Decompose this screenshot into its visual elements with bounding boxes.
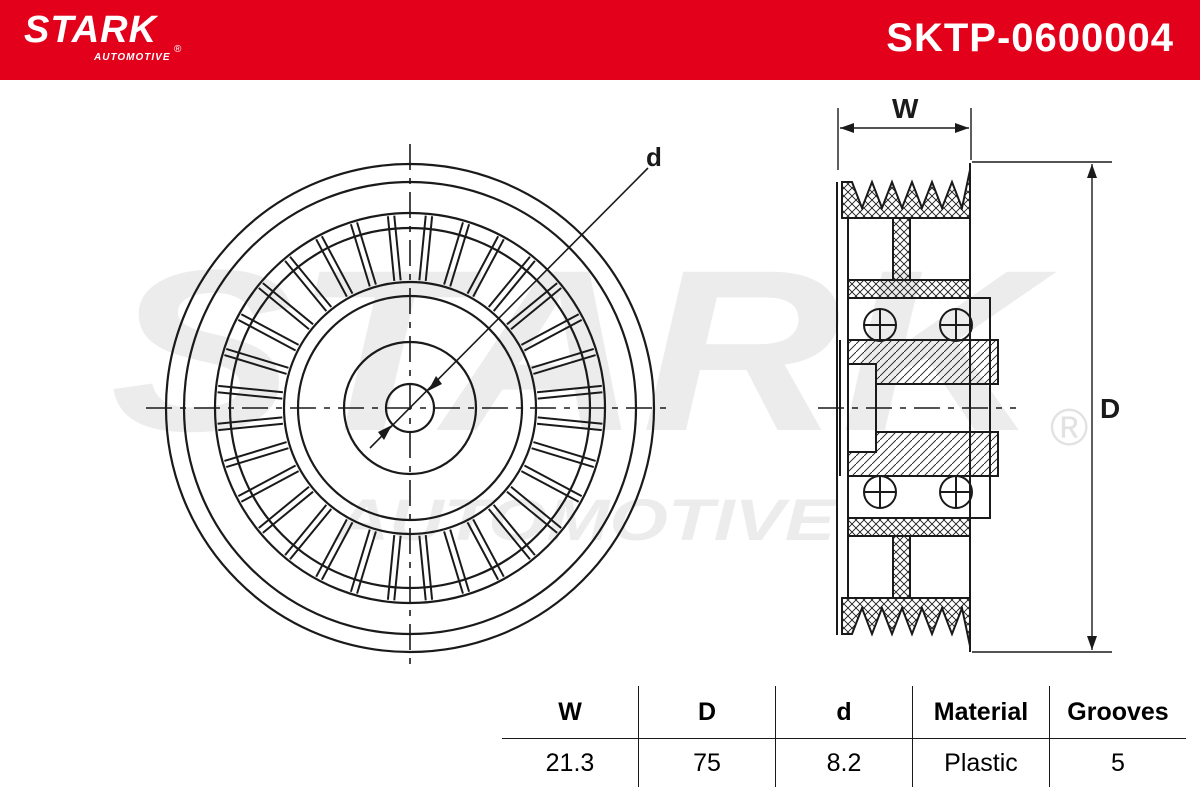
spoke-line [349,529,371,593]
spec-header-row: W D d Material Grooves [502,686,1186,739]
spoke-line [520,470,580,503]
brand-logo: STARK AUTOMOTIVE ® [24,9,181,63]
inner-race-bottom [847,431,999,477]
spoke-line [320,521,354,581]
value-D: 75 [638,738,776,787]
spoke-line [218,384,284,394]
front-view: d [146,142,674,672]
spoke-line [237,318,297,352]
w-label: W [892,93,919,124]
brand-reg: ® [174,44,182,55]
spoke-line [240,313,300,346]
technical-drawing: d [146,93,1120,672]
spoke-line [531,447,595,469]
spoke-line [224,354,287,375]
spoke-line [320,235,354,295]
spoke-line [510,287,562,331]
spoke-line [449,223,471,287]
header-bar: STARK AUTOMOTIVE ® SKTP-0600004 [0,0,1200,80]
d-leader [369,167,649,449]
spoke-line [393,535,402,601]
spoke-line [537,416,603,425]
part-number: SKTP-0600004 [886,16,1174,60]
spoke-line [424,216,434,282]
inner-race-top [847,339,999,385]
spoke-line [258,287,310,331]
value-w: 21.3 [502,738,639,787]
spoke-line [466,235,500,295]
spoke-line [349,223,371,287]
spoke-line [443,531,464,594]
spoke-line [217,391,283,400]
spoke-line [237,464,297,498]
spoke-line [386,534,396,600]
spoke-line [531,347,595,369]
spoke-line [258,485,310,529]
spoke-line [224,441,287,462]
spoke-line [533,441,596,462]
spoke-line [510,485,562,529]
spoke-line [262,282,314,326]
side-view: W D [818,93,1120,653]
upper-web [892,217,911,281]
spoke-line [289,508,333,560]
d-arrow-2 [378,425,392,440]
spoke-line [466,521,500,581]
spoke-line [424,534,434,600]
D-label: D [1100,393,1120,424]
spoke-line [537,391,603,400]
spoke-line [217,416,283,425]
spoke-line [284,260,328,312]
spec-value-row: 21.3 75 8.2 Plastic 5 [502,738,1186,787]
brand-name: STARK [24,9,158,51]
spoke-line [240,470,300,503]
spoke-line [315,518,348,578]
spoke-line [443,222,464,285]
spec-table: W D d Material Grooves 21.3 75 8.2 Plast… [500,684,1188,789]
spoke-line [284,504,328,556]
spoke-line [289,256,333,308]
spoke-line [533,354,596,375]
spoke-line [356,222,377,285]
header-d: d [775,686,913,739]
spoke-line [418,535,427,601]
spoke-line [225,347,289,369]
header-grooves: Grooves [1049,686,1186,739]
value-d: 8.2 [775,738,913,787]
spoke-line [418,215,427,281]
spoke-line [449,529,471,593]
value-material: Plastic [912,738,1050,787]
header-material: Material [912,686,1050,739]
spoke-line [262,490,314,534]
lower-web [892,535,911,599]
spoke-line [315,238,348,298]
spoke-line [487,508,531,560]
spoke-line [393,215,402,281]
spoke-line [520,313,580,346]
spoke-line [492,504,536,556]
spoke-line [472,518,505,578]
spoke-line [472,238,505,298]
spoke-line [492,260,536,312]
d-label: d [646,142,662,172]
spoke-line [225,447,289,469]
top-rim-section [841,169,971,219]
spokes [217,215,603,601]
header-w: W [502,686,639,739]
spoke-line [536,384,602,394]
spoke-line [506,282,558,326]
spoke-line [536,422,602,432]
header-D: D [638,686,776,739]
bottom-rim-section [841,597,971,647]
spoke-line [386,216,396,282]
brand-sub: AUTOMOTIVE [94,52,171,63]
d-arrow-1 [428,376,442,391]
spoke-line [487,256,531,308]
spoke-line [523,318,583,352]
spoke-line [506,490,558,534]
value-grooves: 5 [1049,738,1186,787]
spoke-line [356,531,377,594]
spoke-line [218,422,284,432]
spoke-line [523,464,583,498]
